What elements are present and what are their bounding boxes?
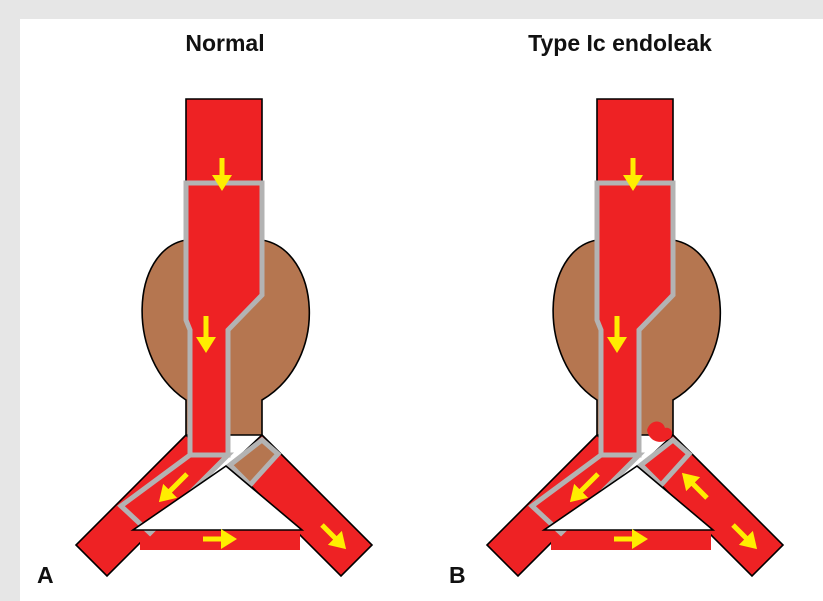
panel-b-label: B: [449, 562, 466, 589]
panel-a-title: Normal: [125, 30, 325, 57]
panel-type-ic-endoleak: [487, 99, 783, 576]
panel-b-title: Type Ic endoleak: [470, 30, 770, 57]
panel-a-label: A: [37, 562, 54, 589]
panel-normal: [76, 99, 372, 576]
